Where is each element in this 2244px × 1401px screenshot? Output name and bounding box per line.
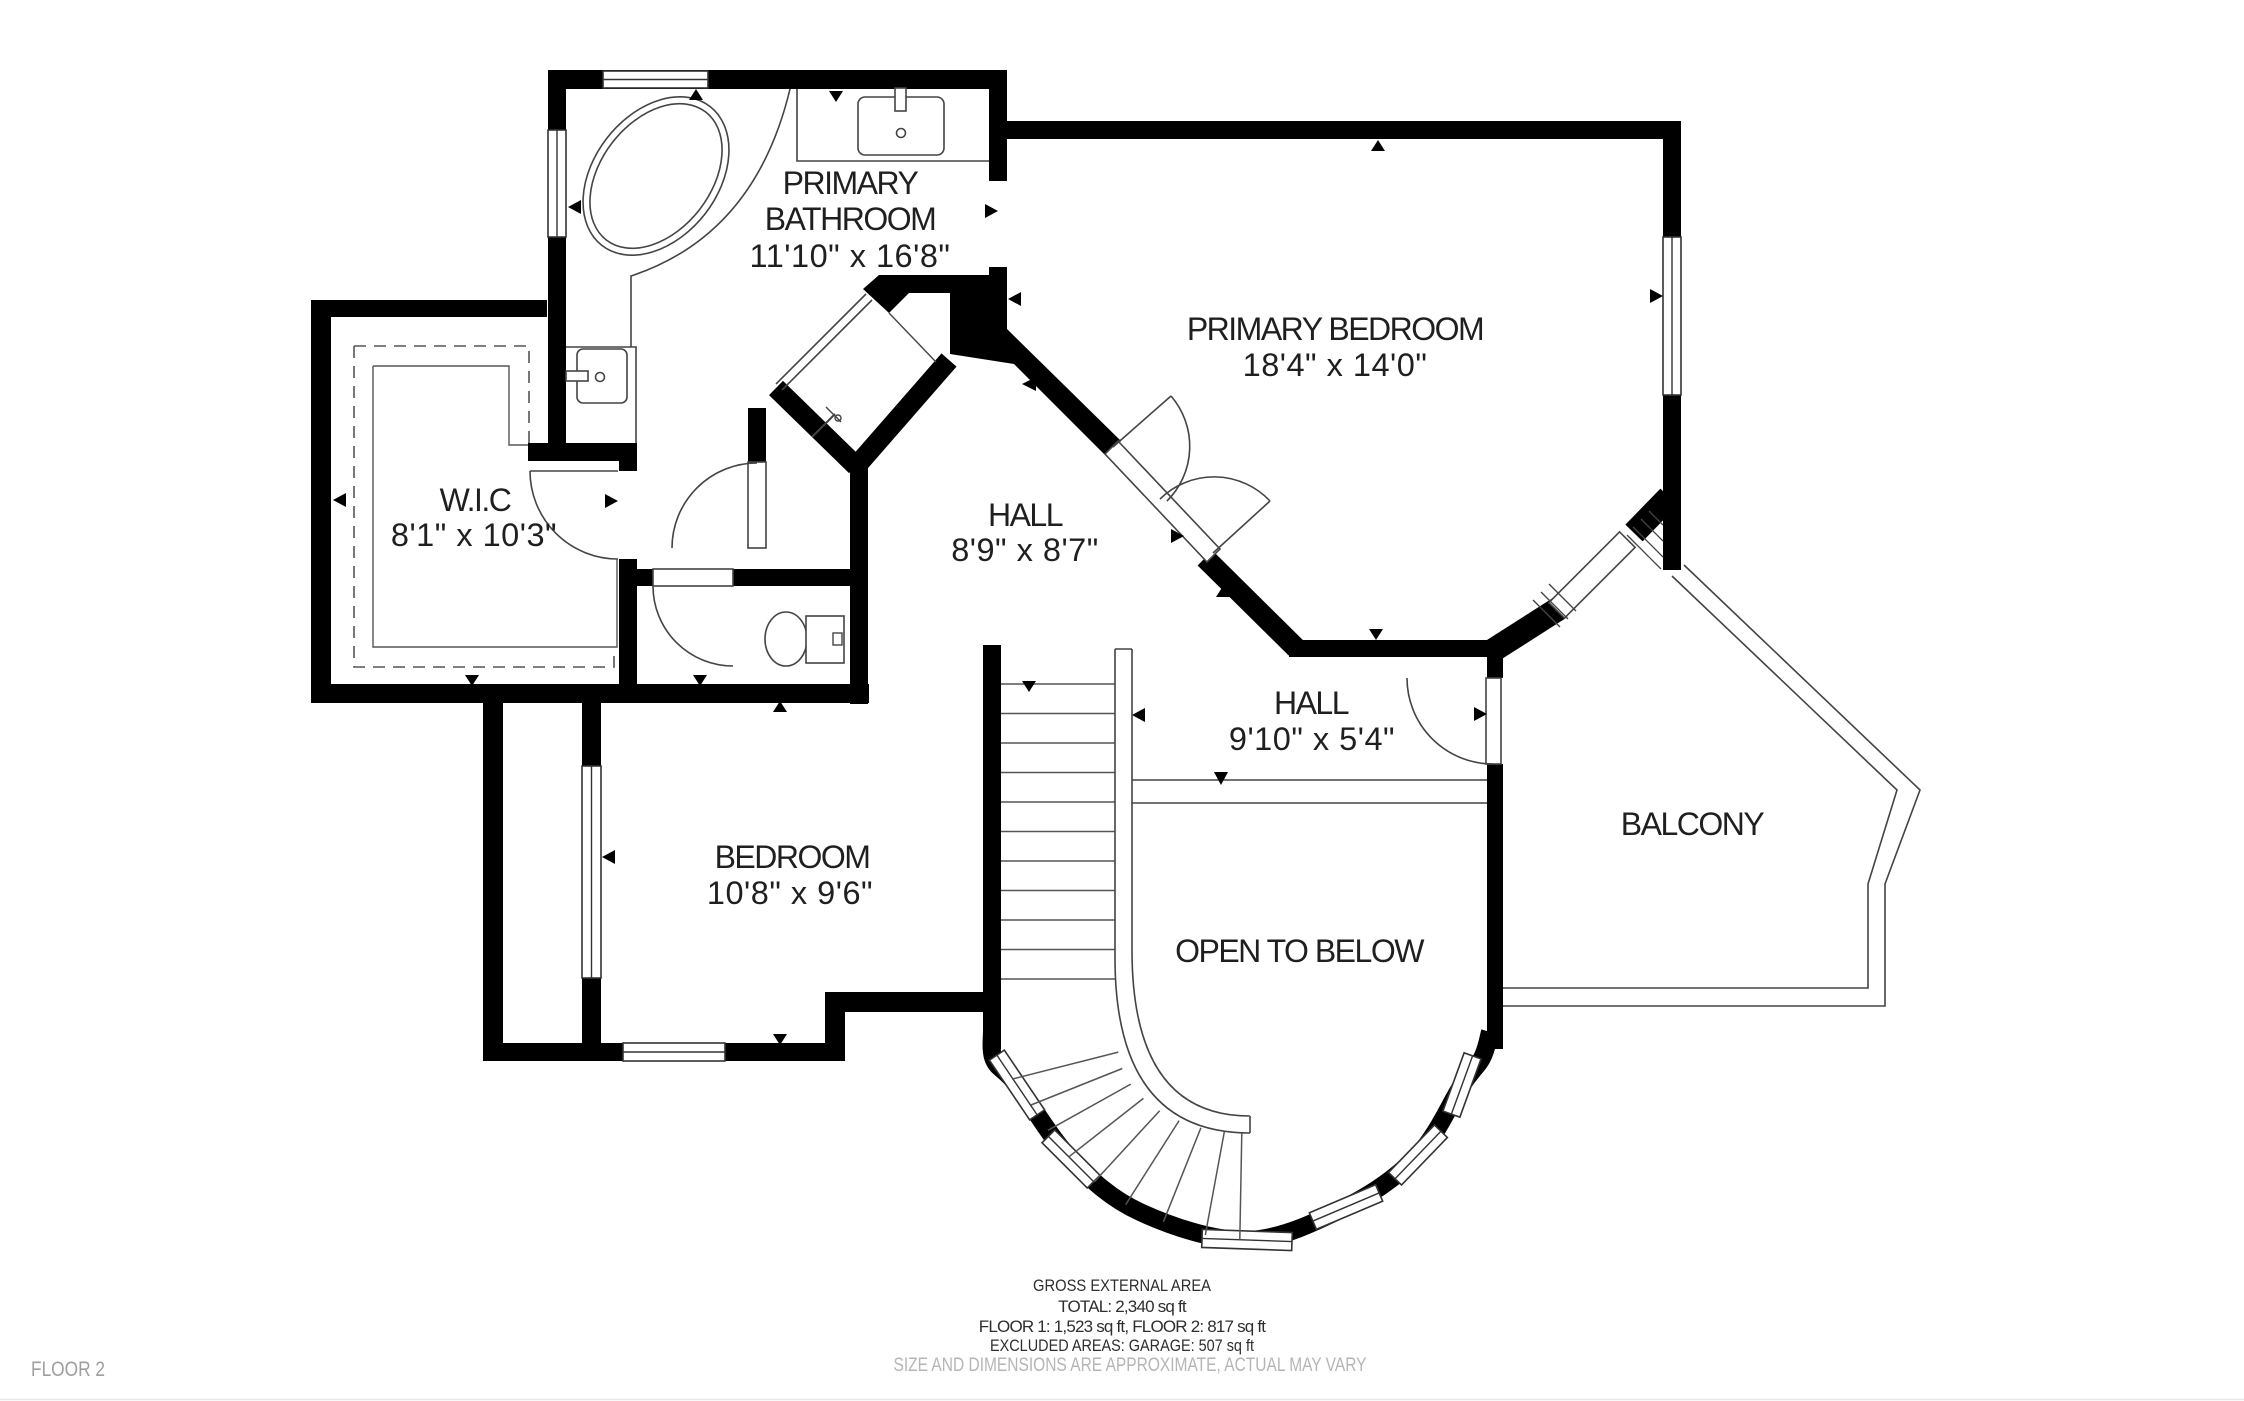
svg-text:9'10" x 5'4": 9'10" x 5'4"	[1229, 721, 1395, 757]
svg-text:8'9" x 8'7": 8'9" x 8'7"	[951, 532, 1099, 568]
svg-text:HALL: HALL	[1274, 685, 1349, 721]
svg-text:W.I.C: W.I.C	[440, 482, 511, 518]
svg-text:OPEN TO BELOW: OPEN TO BELOW	[1175, 933, 1425, 969]
svg-text:8'1" x 10'3": 8'1" x 10'3"	[391, 517, 557, 553]
svg-text:GROSS EXTERNAL AREA: GROSS EXTERNAL AREA	[1033, 1276, 1212, 1295]
svg-text:SIZE AND DIMENSIONS ARE APPROX: SIZE AND DIMENSIONS ARE APPROXIMATE, ACT…	[894, 1355, 1367, 1376]
svg-text:HALL: HALL	[988, 497, 1063, 533]
svg-text:18'4" x 14'0": 18'4" x 14'0"	[1243, 347, 1428, 383]
svg-text:TOTAL: 2,340 sq ft: TOTAL: 2,340 sq ft	[1058, 1297, 1187, 1316]
svg-text:PRIMARY: PRIMARY	[783, 165, 919, 201]
svg-text:10'8" x 9'6": 10'8" x 9'6"	[707, 875, 873, 911]
svg-text:FLOOR 2: FLOOR 2	[31, 1358, 105, 1381]
svg-text:BEDROOM: BEDROOM	[715, 839, 870, 875]
svg-text:EXCLUDED AREAS: GARAGE: 507 sq: EXCLUDED AREAS: GARAGE: 507 sq ft	[990, 1336, 1254, 1355]
svg-text:FLOOR 1: 1,523 sq ft, FLOOR 2:: FLOOR 1: 1,523 sq ft, FLOOR 2: 817 sq ft	[979, 1317, 1266, 1336]
svg-text:11'10" x 16'8": 11'10" x 16'8"	[750, 238, 951, 274]
svg-text:BALCONY: BALCONY	[1621, 806, 1765, 842]
svg-text:BATHROOM: BATHROOM	[765, 201, 936, 237]
svg-text:PRIMARY BEDROOM: PRIMARY BEDROOM	[1187, 311, 1483, 347]
